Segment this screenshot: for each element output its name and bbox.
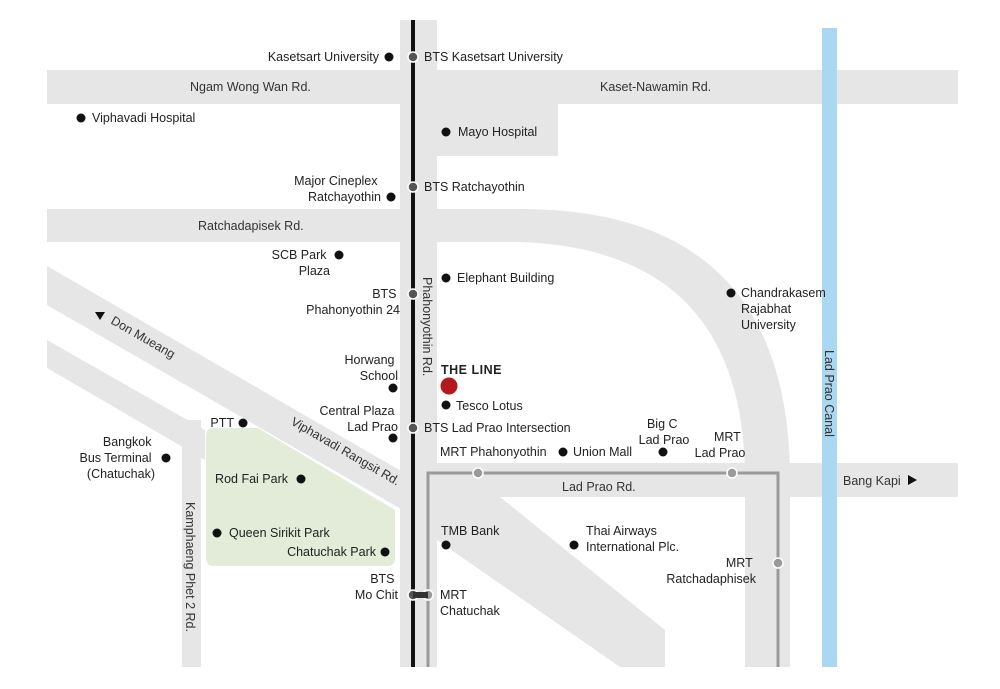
bus-terminal-dot[interactable] [161,453,171,463]
tmb-bank-dot[interactable] [441,540,451,550]
label-bts-kasetsart: BTS Kasetsart University [424,50,564,64]
thai-airways-dot[interactable] [569,540,579,550]
chatuchak-park-dot[interactable] [380,547,390,557]
mayo-hospital-dot[interactable] [441,127,451,137]
label-thai-airways: Thai Airways International Plc. [586,524,679,554]
label-kamphaeng-phet-2: Kamphaeng Phet 2 Rd. [183,502,197,632]
label-kasetsart-university: Kasetsart University [268,50,380,64]
place-markers [76,52,736,557]
bts-ratchayothin-marker[interactable] [407,181,419,193]
mochit-interchange-link [413,592,428,598]
label-bts-ladprao-intersection: BTS Lad Prao Intersection [424,421,571,435]
label-queen-sirikit-park: Queen Sirikit Park [229,526,330,540]
bts-kasetsart-marker[interactable] [407,51,419,63]
label-major-cineplex: Major Cineplex Ratchayothin [294,174,381,204]
queen-sirikit-park-dot[interactable] [212,528,222,538]
label-rod-fai-park: Rod Fai Park [215,472,289,486]
bts-phahonyothin24-marker[interactable] [407,288,419,300]
road-lad-prao-diagonal [437,497,665,667]
label-viphavadi-hospital: Viphavadi Hospital [92,111,195,125]
roads-layer [47,20,958,667]
road-kamphaeng-phet-2 [182,420,201,667]
label-mrt-ladprao: MRT Lad Prao [695,430,746,460]
tesco-lotus-dot[interactable] [441,400,451,410]
ptt-dot[interactable] [238,418,248,428]
label-bangkok-bus-terminal: Bangkok Bus Terminal (Chatuchak) [79,435,155,481]
chandrakasem-dot[interactable] [726,288,736,298]
rod-fai-park-dot[interactable] [296,474,306,484]
label-union-mall: Union Mall [573,445,632,459]
road-ngam-wong-wan [47,70,958,104]
bts-ladprao-intersection-marker[interactable] [407,422,419,434]
mrt-ladprao-marker[interactable] [726,467,738,479]
central-plaza-dot[interactable] [388,433,398,443]
label-big-c: Big C Lad Prao [639,417,690,447]
label-elephant-building: Elephant Building [457,271,554,285]
major-cineplex-dot[interactable] [386,192,396,202]
label-bts-phahonyothin24: BTS Phahonyothin 24 [306,287,400,317]
mrt-phahonyothin-marker[interactable] [472,467,484,479]
the-line-highlight-marker[interactable] [440,377,458,395]
bang-kapi-arrow-icon [908,475,917,485]
label-mrt-ratchadaphisek: MRT Ratchadaphisek [666,556,756,586]
label-bts-mochit: BTS Mo Chit [355,572,399,602]
mrt-ratchadaphisek-marker[interactable] [772,557,784,569]
label-ptt: PTT [210,416,234,430]
road-viphavadi-lower [47,340,205,460]
horwang-school-dot[interactable] [388,383,398,393]
label-lad-prao-rd: Lad Prao Rd. [562,480,636,494]
label-mrt-chatuchak: MRT Chatuchak [440,588,501,618]
label-the-line: THE LINE [441,363,502,377]
kasetsart-university-dot[interactable] [384,52,394,62]
label-bang-kapi: Bang Kapi [843,474,901,488]
road-viphavadi-rangsit [47,266,420,520]
label-bts-ratchayothin: BTS Ratchayothin [424,180,525,194]
elephant-building-dot[interactable] [441,273,451,283]
don-mueang-arrow-icon [95,312,105,320]
chatuchak-park-area [206,428,395,566]
label-chatuchak-park: Chatuchak Park [287,545,377,559]
road-ratchadapisek-curve [430,209,790,480]
big-c-dot[interactable] [658,447,668,457]
label-central-plaza: Central Plaza Lad Prao [319,404,398,434]
label-chandrakasem: Chandrakasem Rajabhat University [741,286,829,332]
road-lad-prao [425,463,958,497]
label-scb-park-plaza: SCB Park Plaza [272,248,330,278]
road-phahonyothin [400,20,437,667]
label-ratchadapisek: Ratchadapisek Rd. [198,219,304,233]
label-ngam-wong-wan: Ngam Wong Wan Rd. [190,80,311,94]
scb-park-plaza-dot[interactable] [334,250,344,260]
viphavadi-hospital-dot[interactable] [76,113,86,123]
label-tmb-bank: TMB Bank [441,524,500,538]
label-phahonyothin: Phahonyothin Rd. [420,277,434,376]
label-mrt-phahonyothin: MRT Phahonyothin [440,445,547,459]
label-tesco-lotus: Tesco Lotus [456,399,523,413]
label-lad-prao-canal: Lad Prao Canal [822,350,836,437]
label-kaset-nawamin: Kaset-Nawamin Rd. [600,80,711,94]
label-horwang-school: Horwang School [344,353,398,383]
mrt-line [426,471,780,667]
lad-prao-canal [822,28,837,667]
label-mayo-hospital: Mayo Hospital [458,125,537,139]
union-mall-dot[interactable] [558,447,568,457]
road-ratchada-south [745,470,790,667]
